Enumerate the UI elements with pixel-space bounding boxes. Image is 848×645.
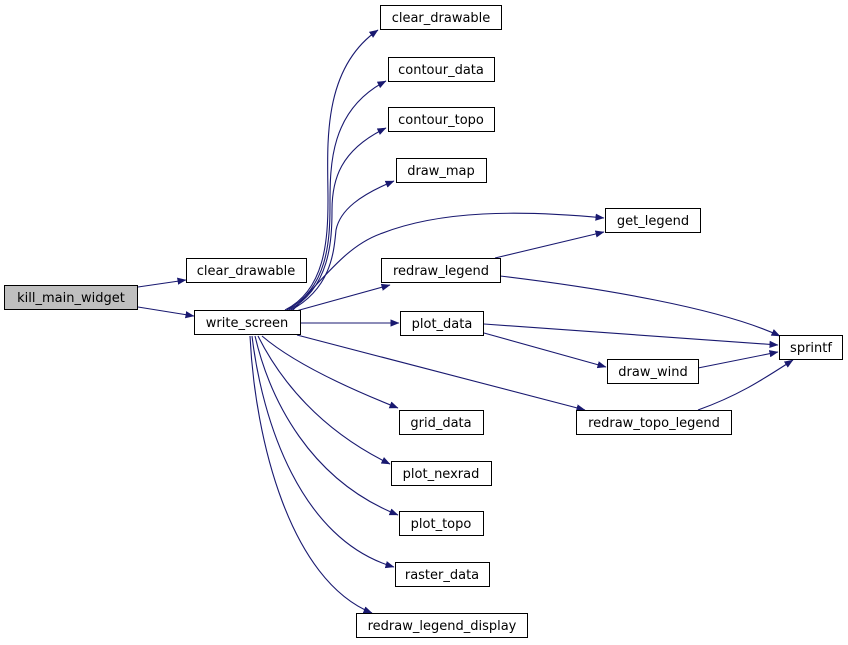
node-label: redraw_topo_legend xyxy=(588,416,720,431)
edge-redraw-legend-to-sprintf xyxy=(499,275,781,337)
node-draw-wind[interactable]: draw_wind xyxy=(607,359,699,384)
node-label: write_screen xyxy=(206,316,288,331)
node-contour-topo[interactable]: contour_topo xyxy=(388,107,495,132)
node-write-screen[interactable]: write_screen xyxy=(194,310,301,335)
node-get-legend[interactable]: get_legend xyxy=(605,208,701,233)
node-label: draw_map xyxy=(407,164,475,179)
edge-write-to-get-legend xyxy=(292,212,605,311)
edge-plot-data-to-sprintf xyxy=(483,323,779,348)
node-plot-topo[interactable]: plot_topo xyxy=(399,511,484,536)
node-label: raster_data xyxy=(405,568,479,583)
node-label: draw_wind xyxy=(618,365,687,380)
node-label: redraw_legend_display xyxy=(368,619,517,634)
edge-write-to-redraw-legend xyxy=(295,283,391,312)
node-label: clear_drawable xyxy=(197,264,296,279)
edge-kill-to-clear-drawable xyxy=(137,277,187,288)
node-plot-nexrad[interactable]: plot_nexrad xyxy=(391,461,492,486)
node-label: clear_drawable xyxy=(392,11,491,26)
edge-plot-data-to-draw-wind xyxy=(483,332,607,369)
edge-write-to-plot-topo xyxy=(254,335,399,516)
node-label: grid_data xyxy=(410,416,471,431)
node-label: contour_topo xyxy=(398,113,484,128)
edge-kill-to-write-screen xyxy=(137,306,195,319)
node-raster-data[interactable]: raster_data xyxy=(395,562,490,587)
node-label: contour_data xyxy=(398,63,484,78)
node-label: plot_data xyxy=(412,317,473,332)
edge-redraw-topo-legend-to-sprintf xyxy=(697,359,794,411)
edge-draw-wind-to-sprintf xyxy=(697,350,779,369)
node-plot-data[interactable]: plot_data xyxy=(400,311,484,336)
edge-write-to-redraw-topo-legend xyxy=(296,334,586,412)
node-redraw-topo-legend[interactable]: redraw_topo_legend xyxy=(576,410,732,435)
node-label: sprintf xyxy=(790,341,832,356)
edge-write-to-plot-nexrad xyxy=(257,335,391,465)
edge-write-to-grid-data xyxy=(261,335,399,409)
edge-write-to-contour-data xyxy=(286,80,387,311)
node-draw-map[interactable]: draw_map xyxy=(396,158,487,183)
node-label: redraw_legend xyxy=(393,264,489,279)
node-label: get_legend xyxy=(617,214,689,229)
edge-redraw-legend-to-get-legend xyxy=(494,230,605,259)
node-label: kill_main_widget xyxy=(17,291,125,306)
node-clear-drawable-top[interactable]: clear_drawable xyxy=(380,5,502,30)
edge-write-to-redraw-legend-display xyxy=(249,335,373,614)
node-kill-main-widget[interactable]: kill_main_widget xyxy=(4,285,138,310)
node-contour-data[interactable]: contour_data xyxy=(388,57,495,82)
node-redraw-legend-display[interactable]: redraw_legend_display xyxy=(356,613,528,638)
edge-write-to-clear-drawable xyxy=(284,29,379,311)
edge-write-to-raster-data xyxy=(251,335,395,569)
node-redraw-legend[interactable]: redraw_legend xyxy=(381,258,501,283)
node-clear-drawable-left[interactable]: clear_drawable xyxy=(186,258,307,283)
edge-write-to-draw-map xyxy=(290,180,395,311)
node-sprintf[interactable]: sprintf xyxy=(779,335,843,360)
node-grid-data[interactable]: grid_data xyxy=(399,410,484,435)
node-label: plot_topo xyxy=(411,517,472,532)
node-label: plot_nexrad xyxy=(403,467,480,482)
